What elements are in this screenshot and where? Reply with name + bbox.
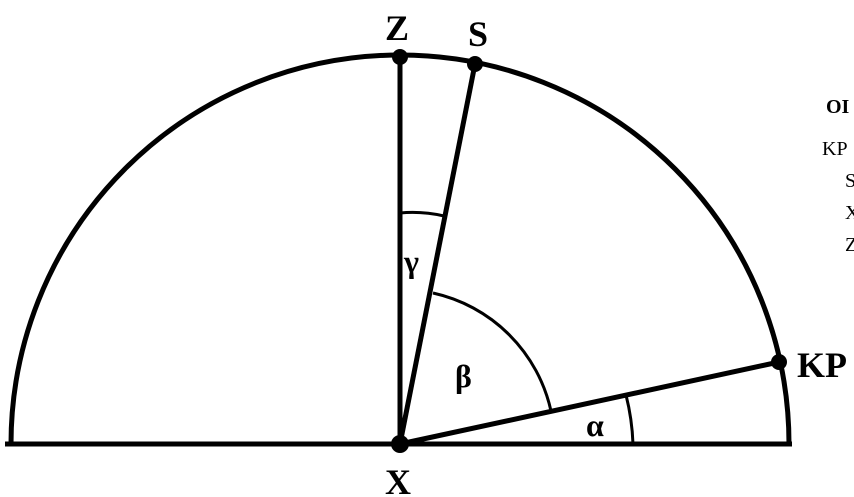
legend-line-z: Z xyxy=(845,234,854,256)
alpha-angle-arc xyxy=(624,394,635,445)
star-label: S xyxy=(468,14,488,54)
horizon-point-line xyxy=(399,359,780,447)
legend-title: OI xyxy=(826,96,850,118)
legend-line-kp: KP xyxy=(822,138,848,160)
beta-angle-arc xyxy=(432,291,553,412)
horizon-point-marker xyxy=(771,354,787,370)
zenith-label: Z xyxy=(385,8,409,48)
star-point xyxy=(467,56,483,72)
observer-point xyxy=(391,435,409,453)
horizon-point-label: KP xyxy=(797,345,847,385)
legend-line-s: S xyxy=(845,170,854,192)
legend-line-x: X xyxy=(845,202,854,224)
star-line xyxy=(397,63,478,445)
alpha-label: α xyxy=(586,407,604,443)
observer-label: X xyxy=(385,462,411,497)
gamma-angle-arc xyxy=(399,210,445,218)
zenith-point xyxy=(392,49,408,65)
beta-label: β xyxy=(455,358,472,394)
gamma-label: γ xyxy=(403,243,419,279)
